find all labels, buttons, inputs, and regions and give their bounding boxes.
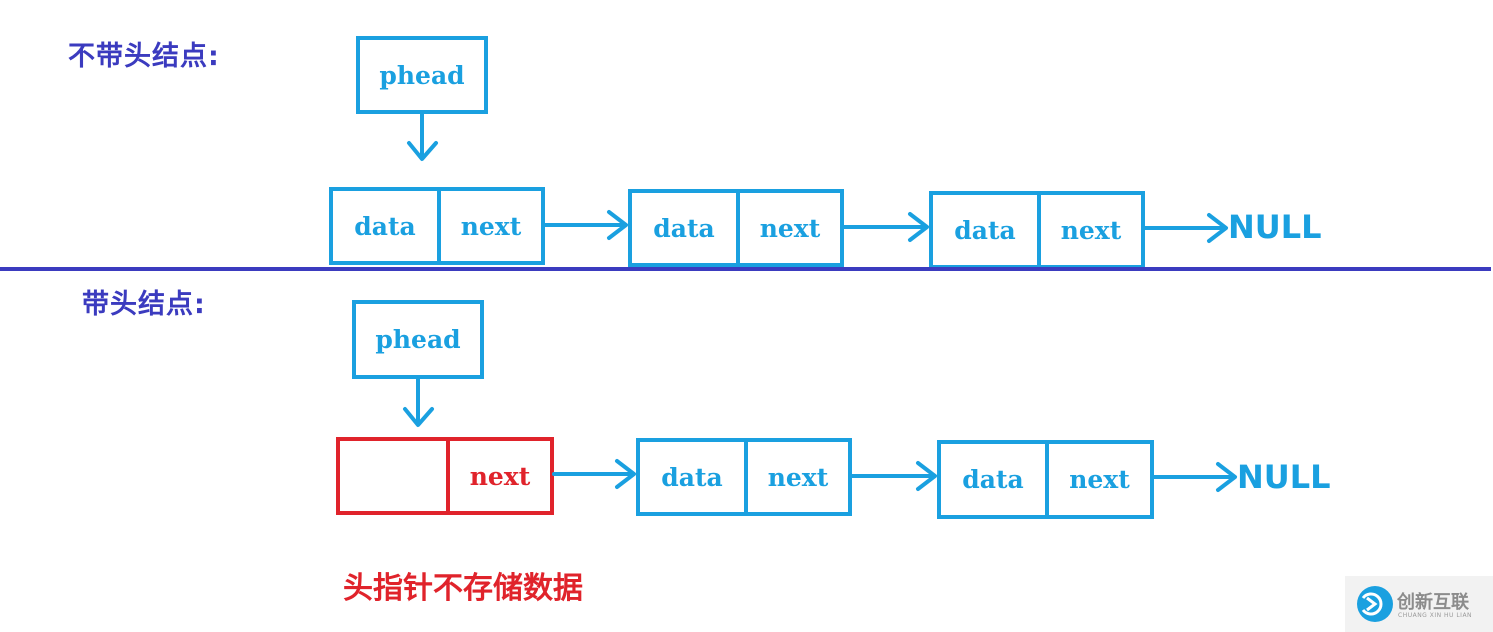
node-bottom-2: data next bbox=[937, 440, 1154, 519]
null-label-bottom: NULL bbox=[1237, 458, 1331, 496]
arrow-phead-top-down bbox=[407, 112, 438, 161]
node-bottom-2-divider bbox=[1045, 444, 1049, 515]
arrow-top-node2-to-node3 bbox=[842, 212, 929, 242]
node-top-3-data: data bbox=[954, 215, 1016, 245]
node-bottom-1: data next bbox=[636, 438, 852, 516]
node-bottom-1-next: next bbox=[767, 462, 829, 492]
arrow-top-node3-to-null bbox=[1143, 213, 1228, 243]
node-top-3-divider bbox=[1037, 195, 1041, 265]
node-top-1-divider bbox=[437, 191, 441, 261]
phead-label-bottom: phead bbox=[375, 325, 461, 354]
head-node-next: next bbox=[469, 461, 531, 491]
section-title-with-head: 带头结点: bbox=[82, 289, 206, 320]
node-bottom-1-divider bbox=[744, 442, 748, 512]
node-bottom-2-data: data bbox=[962, 465, 1024, 494]
phead-box-bottom: phead bbox=[352, 300, 484, 379]
logo-icon bbox=[1349, 580, 1393, 628]
node-top-1: data next bbox=[329, 187, 545, 265]
arrow-bottom-node2-to-null bbox=[1152, 462, 1237, 492]
arrow-phead-bottom-down bbox=[403, 377, 434, 427]
node-top-2: data next bbox=[628, 189, 844, 267]
phead-label-top: phead bbox=[379, 60, 465, 90]
node-top-2-next: next bbox=[759, 213, 821, 243]
head-node-divider bbox=[446, 441, 450, 511]
arrow-top-node1-to-node2 bbox=[543, 210, 628, 240]
arrow-bottom-node1-to-node2 bbox=[850, 461, 937, 491]
section-title-without-head: 不带头结点: bbox=[68, 41, 220, 72]
head-node: next bbox=[336, 437, 554, 515]
node-bottom-1-data: data bbox=[661, 462, 723, 492]
node-top-1-next: next bbox=[460, 211, 522, 241]
node-top-3: data next bbox=[929, 191, 1145, 269]
section-separator bbox=[0, 267, 1491, 271]
node-bottom-2-next: next bbox=[1069, 465, 1130, 494]
node-top-2-divider bbox=[736, 193, 740, 263]
node-top-1-data: data bbox=[354, 211, 416, 241]
node-top-3-next: next bbox=[1060, 215, 1122, 245]
watermark: 创新互联 CHUANG XIN HU LIAN bbox=[1345, 576, 1493, 632]
phead-box-top: phead bbox=[356, 36, 488, 114]
node-top-2-data: data bbox=[653, 213, 715, 243]
watermark-text: 创新互联 bbox=[1397, 592, 1469, 613]
watermark-subtext: CHUANG XIN HU LIAN bbox=[1398, 612, 1473, 619]
head-pointer-note: 头指针不存储数据 bbox=[343, 571, 583, 606]
null-label-top: NULL bbox=[1228, 208, 1322, 246]
arrow-bottom-head-to-node1 bbox=[552, 459, 636, 489]
